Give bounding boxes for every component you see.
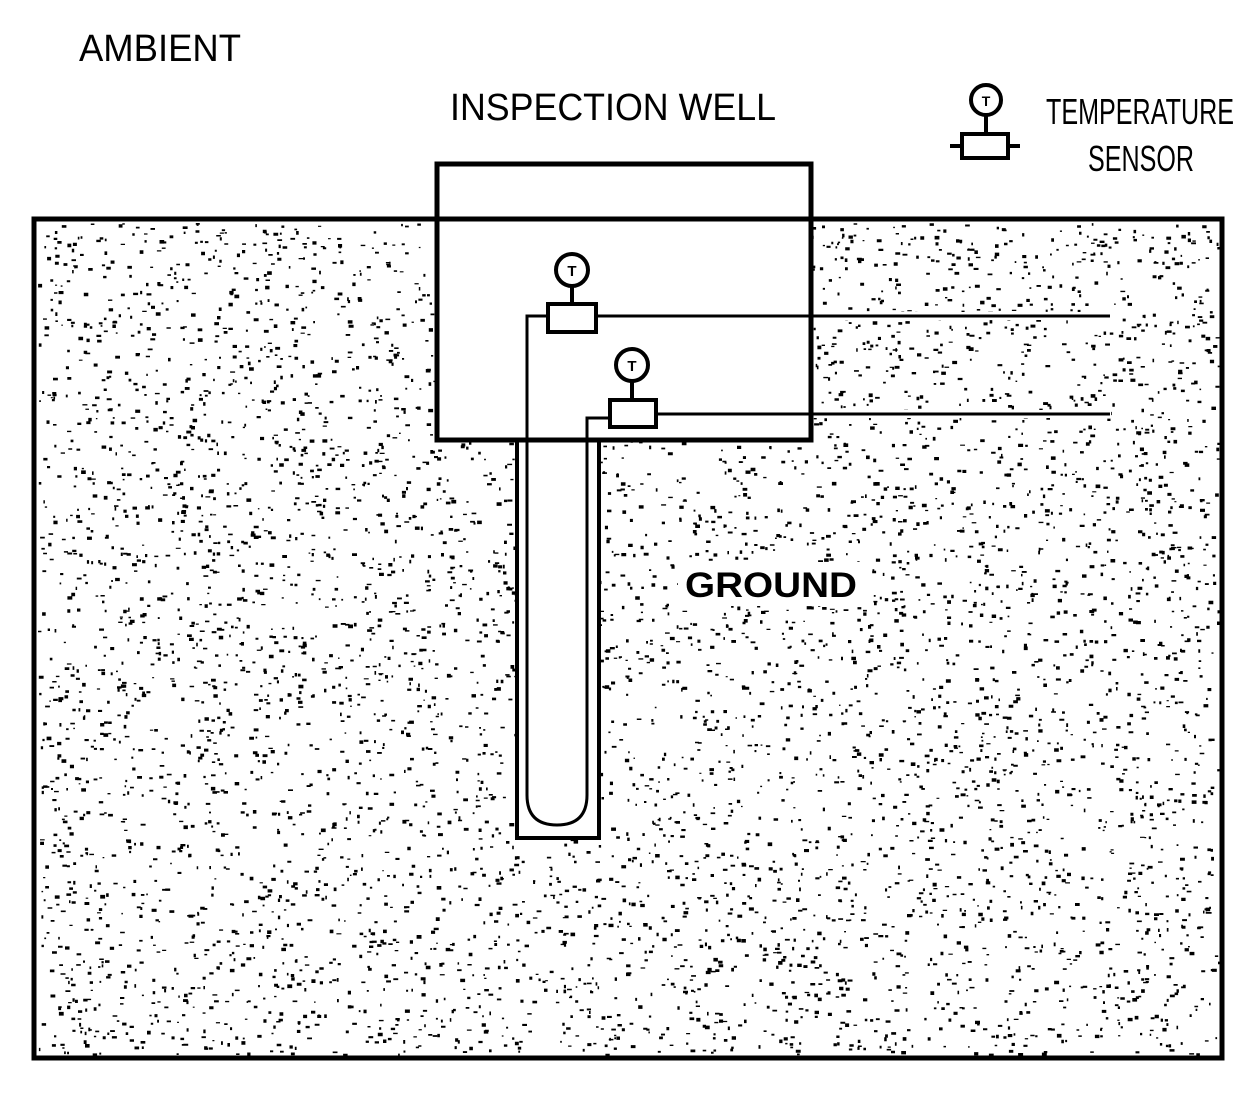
borehole-channel	[517, 440, 599, 838]
inspection-well-label: INSPECTION WELL	[450, 87, 776, 129]
ambient-label: AMBIENT	[79, 28, 241, 70]
legend-temperature-sensor-icon: T	[950, 83, 1020, 160]
ground-label-background	[678, 562, 864, 606]
u-tube-pipe	[525, 314, 610, 827]
sensor-glyph: T	[982, 93, 991, 109]
sensor-glyph: T	[627, 358, 636, 375]
legend-label-line1: TEMPERATURE	[1046, 91, 1234, 132]
temperature-sensor-icon: T	[608, 347, 658, 429]
borehole-casing	[515, 440, 601, 840]
ground-label: GROUND	[685, 566, 857, 605]
temperature-sensor-icon: T	[546, 252, 598, 334]
inspection-well-box	[437, 164, 811, 440]
sensor-glyph: T	[567, 263, 576, 280]
inspection-well-border	[434, 161, 814, 443]
legend-label-line2: SENSOR	[1088, 138, 1194, 179]
